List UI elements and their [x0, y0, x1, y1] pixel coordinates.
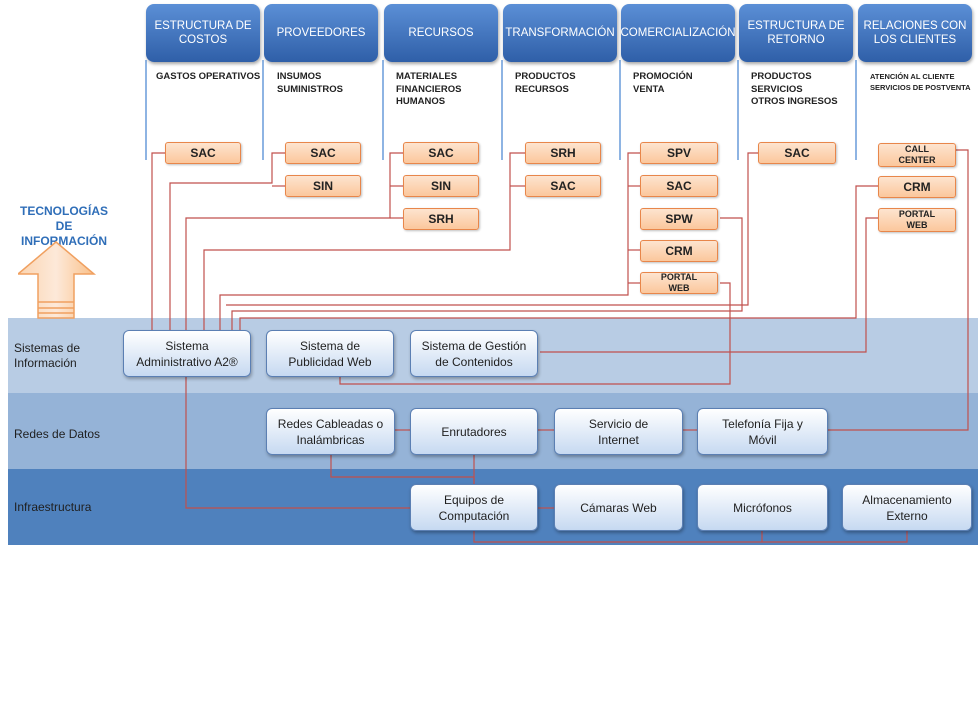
- system-publicidad-web: Sistema de Publicidad Web: [266, 330, 394, 377]
- band-label-in: Infraestructura: [14, 500, 92, 514]
- column-header-relaciones-clientes: RELACIONES CON LOS CLIENTES: [858, 4, 972, 62]
- tag-sac: SAC: [758, 142, 836, 164]
- tag-sac: SAC: [403, 142, 479, 164]
- tag-srh: SRH: [525, 142, 601, 164]
- tag-crm: CRM: [640, 240, 718, 262]
- column-line: [619, 60, 621, 160]
- infra-almacenamiento-externo: Almacenamiento Externo: [842, 484, 972, 531]
- tag-sin: SIN: [403, 175, 479, 197]
- tag-crm: CRM: [878, 176, 956, 198]
- column-header-recursos: RECURSOS: [384, 4, 498, 62]
- system-gestion-contenidos: Sistema de Gestión de Contenidos: [410, 330, 538, 377]
- column-items-recursos: MATERIALES FINANCIEROS HUMANOS: [396, 71, 462, 107]
- network-enrutadores: Enrutadores: [410, 408, 538, 455]
- column-header-transformacion: TRANSFORMACIÓN: [503, 4, 617, 62]
- column-items-retorno: PRODUCTOS SERVICIOS OTROS INGRESOS: [751, 71, 838, 107]
- network-servicio-internet: Servicio de Internet: [554, 408, 683, 455]
- network-telefonia: Telefonía Fija y Móvil: [697, 408, 828, 455]
- tag-portal-web: PORTAL WEB: [640, 272, 718, 294]
- column-items-costos: GASTOS OPERATIVOS: [156, 71, 261, 82]
- column-header-comercializacion: COMERCIALIZACIÓN: [621, 4, 736, 62]
- column-line: [855, 60, 857, 160]
- network-redes-cableadas: Redes Cableadas o Inalámbricas: [266, 408, 395, 455]
- column-line: [262, 60, 264, 160]
- up-arrow-icon: [18, 241, 97, 319]
- tag-sin: SIN: [285, 175, 361, 197]
- band-label-si: Sistemas de Información: [14, 341, 81, 370]
- infra-microfonos: Micrófonos: [697, 484, 828, 531]
- ti-title: TECNOLOGÍAS DE INFORMACIÓN: [19, 204, 108, 248]
- column-line: [501, 60, 503, 160]
- tag-spw: SPW: [640, 208, 718, 230]
- tag-sac: SAC: [285, 142, 361, 164]
- tag-sac: SAC: [165, 142, 241, 164]
- column-line: [145, 60, 147, 160]
- column-header-estructura-costos: ESTRUCTURA DE COSTOS: [146, 4, 260, 62]
- column-line: [382, 60, 384, 160]
- infra-equipos-computacion: Equipos de Computación: [410, 484, 538, 531]
- column-items-clientes: ATENCIÓN AL CLIENTE SERVICIOS DE POSTVEN…: [870, 72, 971, 92]
- band-label-rd: Redes de Datos: [14, 427, 101, 441]
- system-administrativo-a2: Sistema Administrativo A2®: [123, 330, 251, 377]
- tag-portal-web: PORTAL WEB: [878, 208, 956, 232]
- column-line: [737, 60, 739, 160]
- column-header-proveedores: PROVEEDORES: [264, 4, 378, 62]
- column-items-comercializacion: PROMOCIÓN VENTA: [633, 71, 693, 95]
- tag-call-center: CALL CENTER: [878, 143, 956, 167]
- column-header-estructura-retorno: ESTRUCTURA DE RETORNO: [739, 4, 853, 62]
- tag-sac: SAC: [640, 175, 718, 197]
- column-items-proveedores: INSUMOS SUMINISTROS: [277, 71, 343, 95]
- tag-sac: SAC: [525, 175, 601, 197]
- column-items-transformacion: PRODUCTOS RECURSOS: [515, 71, 576, 95]
- infra-camaras-web: Cámaras Web: [554, 484, 683, 531]
- tag-srh: SRH: [403, 208, 479, 230]
- tag-spv: SPV: [640, 142, 718, 164]
